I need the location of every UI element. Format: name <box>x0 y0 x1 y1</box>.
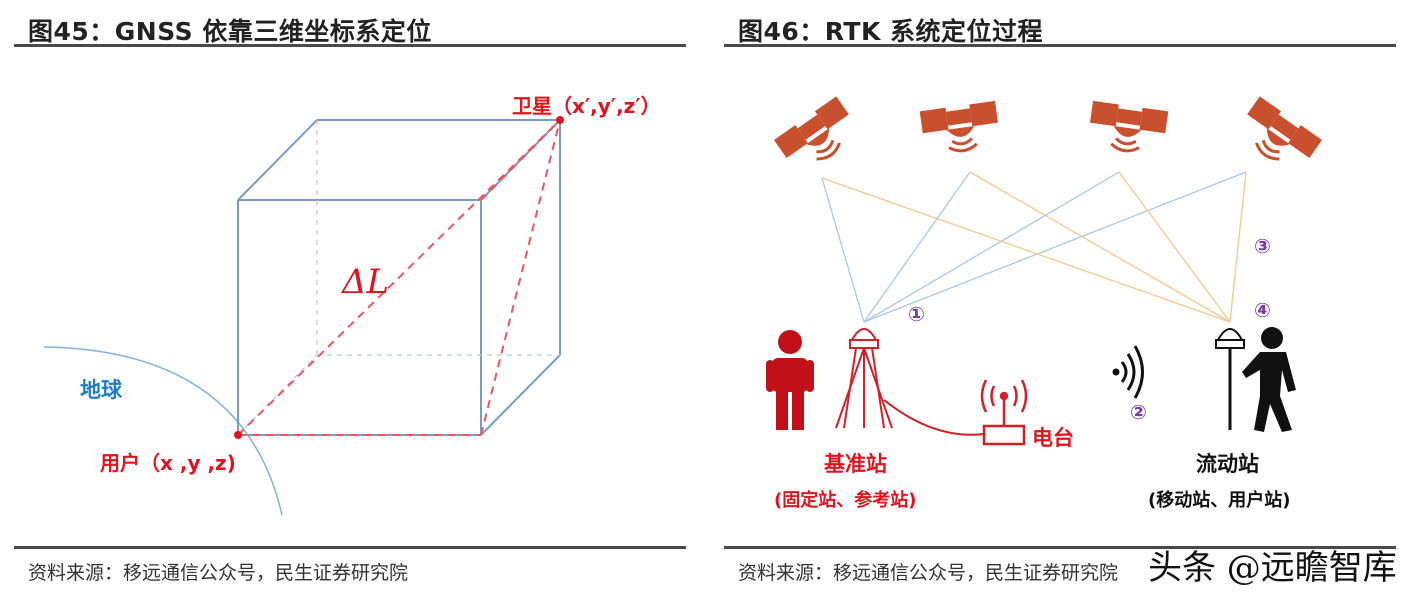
cube-hidden-edges <box>237 120 560 436</box>
radio-label: 电台 <box>1032 426 1074 450</box>
base-station-label: 基准站 <box>824 452 887 476</box>
figure-46-title: 图46：RTK 系统定位过程 <box>738 17 1044 46</box>
satellite-point <box>556 116 564 124</box>
user-point <box>234 431 242 439</box>
satellite-icon <box>1232 94 1324 179</box>
user-coordinate-label: 用户（x ,y ,z) <box>100 451 236 475</box>
rtk-diagram <box>766 94 1324 446</box>
delta-l-label: ΔL <box>342 262 390 302</box>
step-1-label: ① <box>908 302 925 326</box>
watermark-text: 头条 @远瞻智库 <box>1148 548 1397 588</box>
radio-antenna-icon <box>980 379 1028 446</box>
satellite-icon <box>772 94 864 179</box>
rover-label: 流动站 <box>1196 452 1259 476</box>
footer-rule <box>724 546 1396 549</box>
step-4-label: ④ <box>1254 298 1271 322</box>
earth-arc <box>43 346 283 516</box>
step-2-label: ② <box>1130 400 1147 424</box>
earth-label: 地球 <box>80 378 122 402</box>
gnss-pole-icon <box>1215 328 1245 430</box>
signal-waves-icon <box>1112 345 1144 399</box>
step-3-label: ③ <box>1254 234 1271 258</box>
satellite-coordinate-label: 卫星（x′,y′,z′） <box>512 94 661 118</box>
figure-45-title: 图45：GNSS 依靠三维坐标系定位 <box>28 17 432 46</box>
gnss-coordinate-diagram <box>43 116 564 516</box>
base-station-sub-label: (固定站、参考站) <box>774 490 917 511</box>
figure-45-panel: 图45：GNSS 依靠三维坐标系定位 <box>14 0 686 599</box>
survey-tripod-icon <box>835 328 985 436</box>
satellite-icon <box>918 99 1003 158</box>
source-note: 资料来源：移远通信公众号，民生证券研究院 <box>738 562 1119 584</box>
person-icon <box>766 330 814 430</box>
rover-sub-label: (移动站、用户站) <box>1148 490 1291 511</box>
satellite-icon <box>1085 99 1170 158</box>
figure-46-panel: 图46：RTK 系统定位过程 <box>724 0 1396 599</box>
source-note: 资料来源：移远通信公众号，民生证券研究院 <box>28 562 409 584</box>
title-rule <box>14 44 686 47</box>
title-rule <box>724 44 1396 47</box>
signal-lines <box>821 171 1247 323</box>
distance-lines <box>237 119 561 436</box>
footer-rule <box>14 546 686 549</box>
walking-person-icon <box>1242 327 1296 432</box>
